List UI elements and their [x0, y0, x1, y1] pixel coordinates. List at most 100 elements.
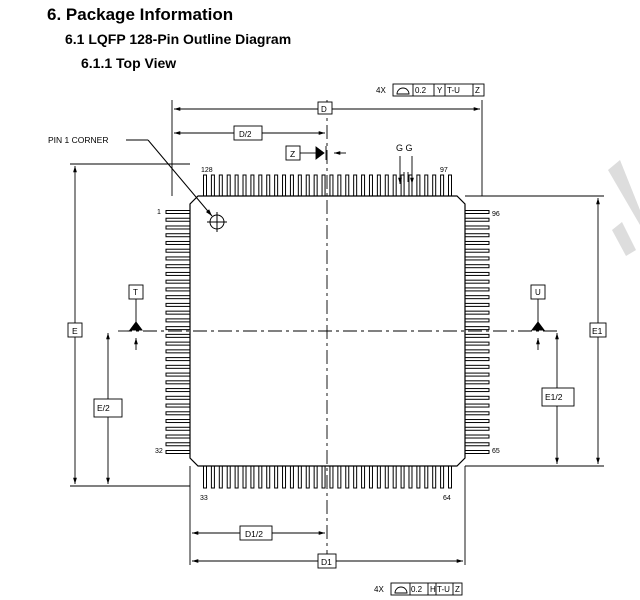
pin-96-label: 96 — [492, 211, 500, 218]
bottom-pin — [368, 465, 373, 489]
top-pin — [337, 174, 342, 197]
bottom-pin — [210, 465, 215, 489]
left-pin — [165, 388, 191, 393]
right-pin — [464, 426, 490, 431]
tol-top-datum2: T-U — [447, 86, 460, 95]
top-pin — [242, 174, 247, 197]
right-pin — [464, 310, 490, 315]
left-pin — [165, 271, 191, 276]
bottom-pin — [440, 465, 445, 489]
top-pin — [361, 174, 366, 197]
pin-32-label: 32 — [155, 448, 163, 455]
bottom-pin — [282, 465, 287, 489]
top-pin — [210, 174, 215, 197]
right-pin — [464, 388, 490, 393]
top-pin — [305, 174, 310, 197]
bottom-pin — [266, 465, 271, 489]
bottom-pin — [313, 465, 318, 489]
bottom-pin — [408, 465, 413, 489]
left-pin — [165, 372, 191, 377]
top-pin — [234, 174, 239, 197]
top-pin — [408, 174, 413, 197]
dimension-d1 — [192, 553, 463, 569]
top-pin — [203, 174, 207, 197]
tol-top-datum1: Y — [437, 86, 443, 95]
right-pin — [464, 419, 490, 424]
datum-z-label: Z — [290, 149, 295, 159]
right-pin — [464, 264, 490, 269]
top-pin — [368, 174, 373, 197]
bottom-pin — [258, 465, 263, 489]
section-gg — [398, 156, 414, 184]
right-pin — [464, 442, 490, 447]
dim-e-label: E — [72, 326, 78, 336]
subsubsection-title: 6.1.1 Top View — [81, 55, 177, 71]
bottom-pin — [392, 465, 397, 489]
tol-top-value: 0.2 — [415, 86, 427, 95]
top-pin — [440, 174, 445, 197]
top-pin — [384, 174, 389, 197]
top-pin — [353, 174, 358, 197]
top-pin — [258, 174, 263, 197]
bottom-pin — [226, 465, 231, 489]
dim-d-label: D — [321, 105, 327, 114]
right-pin — [464, 295, 490, 300]
bottom-pin — [424, 465, 429, 489]
right-pin — [464, 256, 490, 261]
datum-t-label: T — [133, 288, 138, 297]
bottom-pin — [353, 465, 358, 489]
pin-65-label: 65 — [492, 448, 500, 455]
top-pin — [250, 174, 255, 197]
left-pin — [165, 442, 191, 447]
dim-e-half-label: E/2 — [97, 403, 110, 413]
right-pin — [464, 240, 490, 245]
right-pin — [464, 217, 490, 222]
top-pin — [289, 174, 294, 197]
tol-top-count: 4X — [376, 86, 386, 95]
bottom-pin — [234, 465, 239, 489]
bottom-pin — [416, 465, 421, 489]
top-pin — [297, 174, 302, 197]
left-pin — [165, 357, 191, 362]
dimension-d-half — [174, 125, 325, 141]
dim-e1-half-label: E1/2 — [545, 392, 563, 402]
bottom-pin — [345, 465, 350, 489]
right-pin — [464, 271, 490, 276]
left-pin — [165, 248, 191, 253]
bottom-pin — [384, 465, 389, 489]
left-pin — [165, 403, 191, 408]
bottom-pin — [218, 465, 223, 489]
datum-u-label: U — [535, 288, 541, 297]
left-pin — [165, 341, 191, 346]
left-pin — [165, 333, 191, 338]
profile-surface-icon — [396, 87, 410, 95]
bottom-pin — [250, 465, 255, 489]
tol-bottom-datum3: Z — [455, 585, 460, 594]
right-pin — [464, 318, 490, 323]
bottom-pin — [274, 465, 279, 489]
subsection-title: 6.1 LQFP 128-Pin Outline Diagram — [65, 31, 292, 47]
right-pin — [464, 450, 490, 454]
pin-33-label: 33 — [200, 495, 208, 502]
bottom-pin — [242, 465, 247, 489]
left-pin — [165, 426, 191, 431]
pin-64-label: 64 — [443, 495, 451, 502]
right-pin — [464, 302, 490, 307]
pin-1-label: 1 — [157, 209, 161, 216]
left-pin — [165, 326, 191, 331]
package-pins — [165, 174, 490, 489]
left-pin — [165, 295, 191, 300]
bottom-pin — [376, 465, 381, 489]
top-pin — [416, 174, 421, 197]
datum-u — [530, 284, 546, 350]
top-pin — [345, 174, 350, 197]
dim-e1-label: E1 — [592, 326, 603, 336]
bottom-pin — [329, 465, 334, 489]
right-pin — [464, 364, 490, 369]
top-pin — [266, 174, 271, 197]
dimension-e — [67, 163, 190, 487]
left-pin — [165, 279, 191, 284]
dimension-e-half — [93, 333, 123, 484]
left-pin — [165, 419, 191, 424]
right-pin — [464, 248, 490, 253]
